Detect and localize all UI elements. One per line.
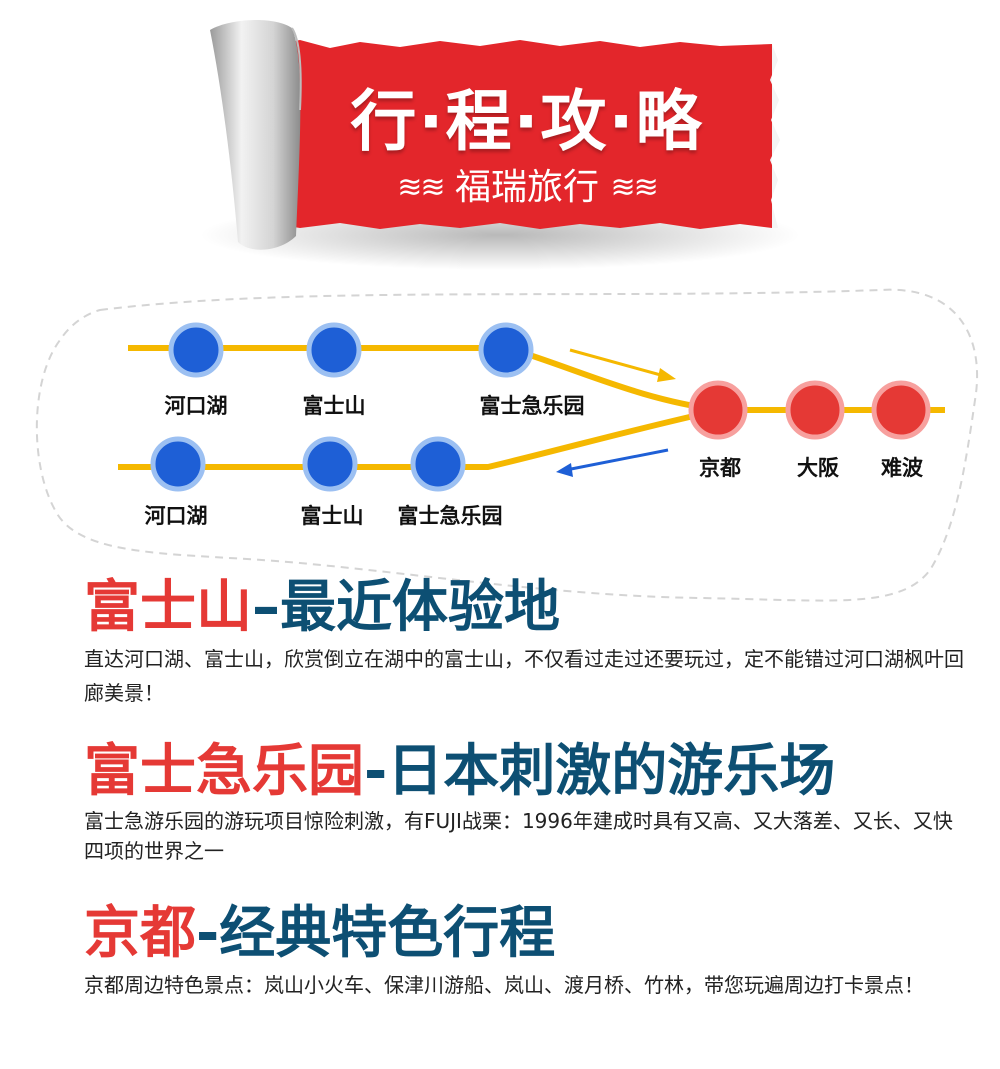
- section-fujiq: 富士急乐园-日本刺激的游乐场 富士急游乐园的游玩项目惊险刺激，有FUJI战栗：1…: [84, 744, 984, 866]
- section-description: 直达河口湖、富士山，欣赏倒立在湖中的富士山，不仅看过走过还要玩过，定不能错过河口…: [84, 647, 964, 705]
- banner-subtitle-text: 福瑞旅行: [454, 167, 599, 208]
- section-description: 京都周边特色景点：岚山小火车、保津川游船、岚山、渡月桥、竹林，带您玩遍周边打卡景…: [84, 973, 924, 997]
- section-title-dash: –: [252, 575, 280, 640]
- station-label-fujisan-return: 富士山: [300, 504, 364, 528]
- paper-curl-shape: [210, 19, 301, 250]
- station-label-kyoto: 京都: [699, 456, 741, 480]
- station-kyoto: [688, 380, 748, 440]
- banner-title: 行·程·攻·略: [350, 83, 704, 160]
- section-title: 京都-经典特色行程: [84, 906, 984, 962]
- station-label-fujisan-outbound: 富士山: [302, 394, 366, 418]
- station-fujisan-outbound: [306, 322, 362, 378]
- route-map-graphic: [35, 288, 979, 602]
- station-osaka: [785, 380, 845, 440]
- section-fujisan: 富士山–最近体验地 直达河口湖、富士山，欣赏倒立在湖中的富士山，不仅看过走过还要…: [84, 580, 984, 710]
- station-label-fujiq-return: 富士急乐园: [397, 504, 503, 528]
- station-namba: [871, 380, 931, 440]
- station-label-namba: 难波: [881, 456, 923, 480]
- station-label-kawaguchiko-outbound: 河口湖: [164, 394, 228, 418]
- route-map: 河口湖 富士山 富士急乐园 京都 大阪 难波 河口湖 富士山 富士急乐园: [0, 280, 1000, 610]
- section-title: 富士急乐园-日本刺激的游乐场: [84, 744, 984, 800]
- section-title-red: 富士山: [84, 575, 252, 640]
- section-title-red: 富士急乐园: [84, 739, 364, 804]
- station-label-fujiq-outbound: 富士急乐园: [479, 394, 585, 418]
- station-fujiq-return: [410, 436, 466, 492]
- section-title-blue: 最近体验地: [280, 575, 560, 640]
- title-banner: 行·程·攻·略 ≋≋ 福瑞旅行 ≋≋: [0, 0, 1000, 290]
- section-kyoto: 京都-经典特色行程 京都周边特色景点：岚山小火车、保津川游船、岚山、渡月桥、竹林…: [84, 906, 984, 1002]
- section-title-dash: -: [364, 739, 388, 804]
- return-arrow-icon: [556, 448, 669, 477]
- dashed-outline: [35, 288, 979, 602]
- wave-left-icon: ≋≋: [397, 170, 445, 205]
- section-title-red: 京都: [84, 901, 196, 966]
- station-label-osaka: 大阪: [797, 456, 839, 480]
- station-label-kawaguchiko-return: 河口湖: [144, 504, 208, 528]
- wave-right-icon: ≋≋: [610, 170, 658, 205]
- section-title: 富士山–最近体验地: [84, 580, 984, 636]
- section-title-blue: 日本刺激的游乐场: [387, 739, 836, 804]
- torn-paper-graphic: [200, 19, 800, 270]
- section-title-dash: -: [196, 901, 220, 966]
- section-description: 富士急游乐园的游玩项目惊险刺激，有FUJI战栗：1996年建成时具有又高、又大落…: [84, 809, 953, 863]
- return-line: [118, 407, 721, 470]
- station-fujisan-return: [302, 436, 358, 492]
- station-kawaguchiko-outbound: [168, 322, 224, 378]
- section-title-blue: 经典特色行程: [219, 901, 556, 966]
- station-kawaguchiko-return: [150, 436, 206, 492]
- outbound-arrow-icon: [569, 348, 676, 382]
- banner-subtitle: ≋≋ 福瑞旅行 ≋≋: [322, 158, 732, 210]
- station-fujiq-outbound: [478, 322, 534, 378]
